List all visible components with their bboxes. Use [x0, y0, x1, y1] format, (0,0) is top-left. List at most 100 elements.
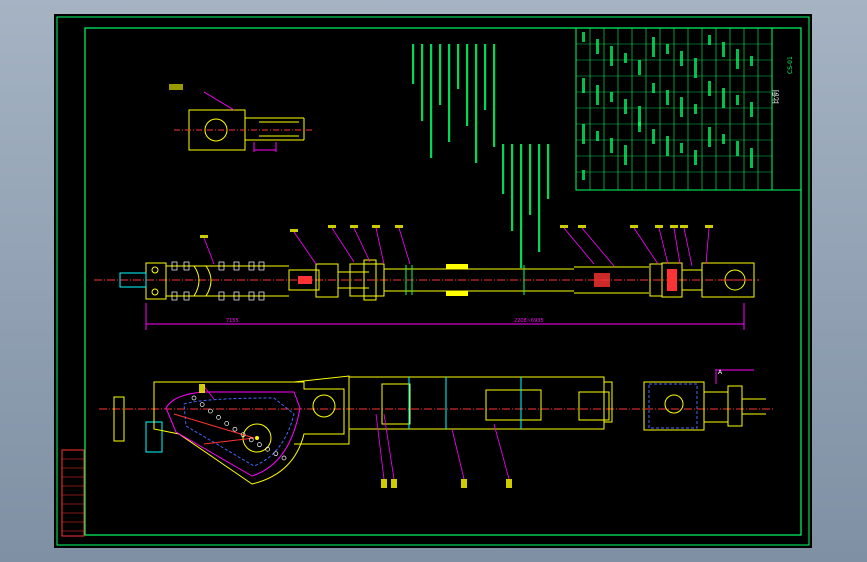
table-glyph — [624, 99, 627, 114]
inner-border — [84, 27, 802, 536]
table-glyph — [680, 51, 683, 66]
table-glyph — [736, 141, 739, 156]
balloon-label — [381, 479, 387, 488]
balloon-label — [350, 225, 358, 228]
outer-border — [56, 16, 810, 546]
note-line — [511, 144, 514, 231]
note-line — [412, 44, 415, 84]
table-glyph — [736, 95, 739, 105]
leader-line — [581, 227, 615, 267]
balloon-label — [199, 384, 205, 393]
table-glyph — [666, 136, 669, 156]
balloon-label — [461, 479, 467, 488]
bolt-hole — [240, 432, 246, 438]
note-line — [529, 144, 532, 215]
drawing-canvas: 比例 CS-01 — [56, 16, 810, 546]
scale-label: 比例 — [771, 90, 780, 104]
drawing-sheet: 比例 CS-01 — [54, 14, 812, 548]
table-glyph — [708, 35, 711, 45]
doc-number: CS-01 — [787, 56, 794, 74]
balloon-label — [705, 225, 713, 228]
leader-line — [563, 227, 595, 265]
balloon-label — [506, 479, 512, 488]
table-glyph — [638, 60, 641, 75]
note-line — [484, 44, 487, 110]
note-line — [493, 44, 496, 147]
table-glyph — [666, 44, 669, 54]
bolt-head — [218, 291, 225, 301]
leader-line — [383, 413, 395, 480]
bolt-hole — [216, 415, 221, 420]
note-line — [475, 44, 478, 163]
table-glyph — [694, 104, 697, 114]
table-glyph — [708, 127, 711, 147]
leader-line — [293, 231, 317, 265]
balloon-label — [630, 225, 638, 228]
note-line — [502, 144, 505, 194]
table-glyph — [610, 138, 613, 153]
table-glyph — [638, 106, 641, 126]
leader-line — [451, 428, 465, 480]
bolt-hole — [224, 421, 230, 426]
table-glyph — [722, 42, 725, 57]
table-glyph — [624, 145, 627, 165]
section-label: A — [718, 369, 723, 376]
table-glyph — [694, 150, 697, 165]
bolt-hole — [208, 408, 213, 414]
balloon-label — [578, 225, 586, 228]
leader-line — [398, 227, 411, 265]
leader-line — [633, 227, 659, 265]
note-line — [421, 44, 424, 121]
note-line — [430, 44, 433, 158]
table-glyph — [610, 92, 613, 102]
revision-table — [61, 449, 85, 537]
table-glyph — [652, 83, 655, 93]
bolt-hole — [265, 446, 270, 452]
parts-table: 比例 CS-01 — [575, 27, 802, 191]
leader-line — [203, 237, 215, 265]
bolt-head — [183, 291, 190, 301]
table-glyph — [582, 78, 585, 93]
bolt-head — [248, 291, 255, 301]
dim-range: 2208~6935 — [514, 318, 544, 324]
bolt-hole — [273, 451, 279, 457]
bolt-head — [171, 291, 178, 301]
bolt-head — [233, 261, 240, 271]
note-line — [538, 144, 541, 252]
table-glyph — [680, 143, 683, 153]
leader-line — [673, 227, 681, 265]
bolt-hole — [232, 426, 238, 432]
table-glyph — [750, 102, 753, 117]
bolt-head — [171, 261, 178, 271]
bottom-assembly-view: A — [99, 369, 774, 488]
table-glyph — [582, 170, 585, 180]
leader-line — [658, 227, 669, 265]
table-glyph — [694, 58, 697, 78]
note-line — [520, 144, 523, 268]
leader-line — [375, 413, 385, 480]
bolt-head — [248, 261, 255, 271]
leader-line — [493, 423, 510, 480]
top-assembly-view: 7155 2208~6935 — [94, 225, 759, 330]
table-glyph — [652, 129, 655, 144]
table-glyph — [750, 148, 753, 168]
table-glyph — [708, 81, 711, 96]
bolt-head — [233, 291, 240, 301]
note-line — [457, 44, 460, 89]
balloon-label — [328, 225, 336, 228]
table-glyph — [596, 131, 599, 141]
balloon-label — [670, 225, 678, 228]
balloon-label — [680, 225, 688, 228]
balloon-label — [560, 225, 568, 228]
bolt-hole — [281, 455, 287, 461]
table-glyph — [610, 46, 613, 66]
note-line — [448, 44, 451, 142]
table-glyph — [722, 134, 725, 144]
table-glyph — [596, 39, 599, 54]
table-glyph — [736, 49, 739, 69]
bolt-hole — [199, 402, 205, 407]
leader-line — [705, 227, 710, 265]
note-line — [439, 44, 442, 105]
bolt-hole — [248, 437, 254, 443]
